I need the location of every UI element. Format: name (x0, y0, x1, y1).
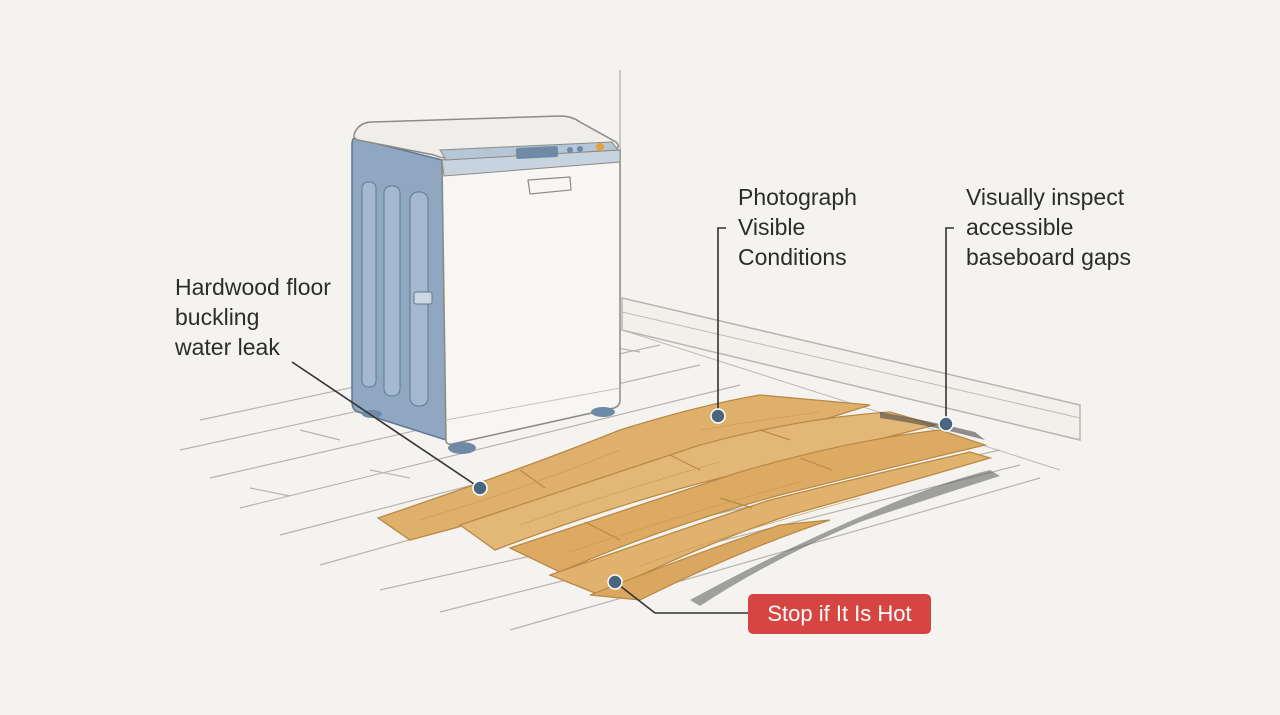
callout-leaders (291, 227, 954, 614)
floor-label-line-3: water leak (175, 334, 280, 360)
floor-label-line-2: buckling (175, 304, 260, 330)
floor-leader (291, 361, 481, 489)
top-load-washing-machine-icon (351, 115, 621, 454)
baseboard-leader (945, 227, 954, 424)
photograph-dot-marker-icon (710, 408, 726, 424)
photograph-leader (717, 227, 726, 416)
warning-dot-marker-icon (607, 574, 623, 590)
warning-leader (614, 581, 748, 614)
photograph-conditions-label: Photograph Visible Conditions (738, 182, 857, 272)
photo-label-line-2: Visible (738, 214, 806, 240)
floor-label-line-1: Hardwood floor (175, 274, 331, 300)
floor-dot-marker-icon (472, 480, 488, 496)
wall-and-baseboard (619, 70, 1081, 471)
stop-if-hot-warning-badge: Stop if It Is Hot (748, 594, 931, 634)
photo-label-line-3: Conditions (738, 244, 847, 270)
baseboard-dot-marker-icon (938, 416, 954, 432)
photo-label-line-1: Photograph (738, 184, 857, 210)
buckled-wood-boards (376, 394, 1000, 606)
callout-markers (472, 408, 954, 590)
floor-buckling-label: Hardwood floor buckling water leak (175, 272, 331, 362)
baseboard-inspection-label: Visually inspect accessible baseboard ga… (966, 182, 1131, 272)
baseboard-label-line-1: Visually inspect (966, 184, 1125, 210)
baseboard-label-line-3: baseboard gaps (966, 244, 1131, 270)
baseboard-label-line-2: accessible (966, 214, 1074, 240)
